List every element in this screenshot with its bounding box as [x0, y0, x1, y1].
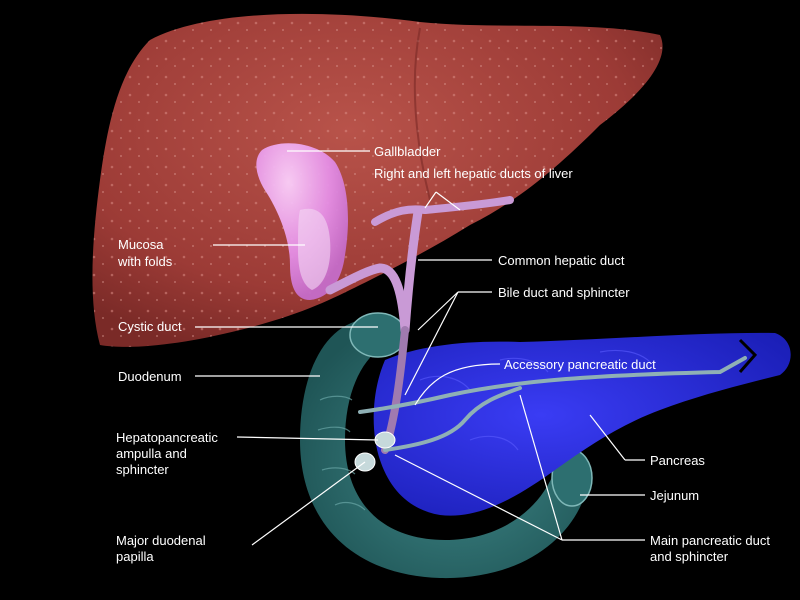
label-gallbladder: Gallbladder	[374, 144, 441, 159]
label-hepatopancreatic-3: sphincter	[116, 462, 169, 477]
label-hepatic-ducts: Right and left hepatic ducts of liver	[374, 166, 573, 181]
liver	[92, 13, 663, 347]
label-jejunum: Jejunum	[650, 488, 699, 503]
label-mucosa-1: Mucosa	[118, 237, 164, 252]
labels: Gallbladder Right and left hepatic ducts…	[116, 144, 770, 564]
label-cystic-duct: Cystic duct	[118, 319, 182, 334]
label-main-duct-2: and sphincter	[650, 549, 729, 564]
gallbladder	[256, 143, 348, 300]
label-duodenum: Duodenum	[118, 369, 182, 384]
leader-lines	[195, 150, 645, 546]
pancreatic-ducts	[358, 356, 747, 452]
label-accessory-duct: Accessory pancreatic duct	[504, 357, 656, 372]
label-bile-duct: Bile duct and sphincter	[498, 285, 630, 300]
label-papilla-1: Major duodenal	[116, 533, 206, 548]
label-pancreas: Pancreas	[650, 453, 705, 468]
mucosa-folds	[298, 208, 331, 290]
label-mucosa-2: with folds	[117, 254, 173, 269]
label-hepatopancreatic-2: ampulla and	[116, 446, 187, 461]
pancreas	[373, 332, 791, 516]
label-papilla-2: papilla	[116, 549, 154, 564]
label-common-hepatic-duct: Common hepatic duct	[498, 253, 625, 268]
duodenum	[300, 312, 593, 579]
label-main-duct-1: Main pancreatic duct	[650, 533, 770, 548]
label-hepatopancreatic-1: Hepatopancreatic	[116, 430, 218, 445]
